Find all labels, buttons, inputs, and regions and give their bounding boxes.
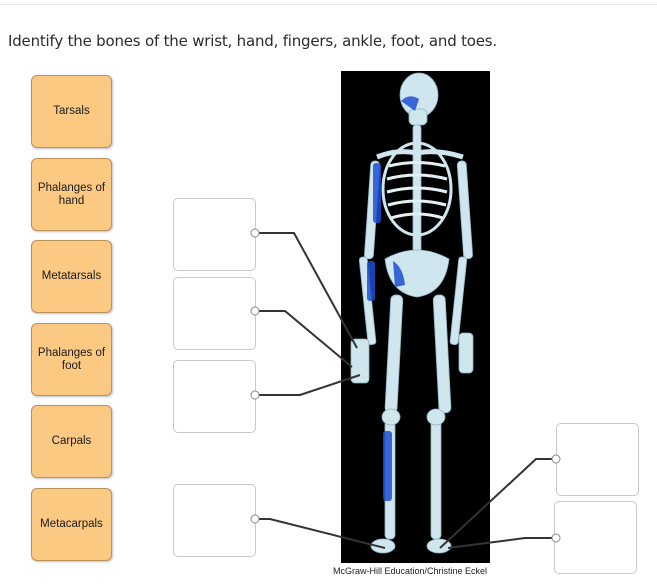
image-credit: McGraw-Hill Education/Christine Eckel [333,566,488,576]
label-text: Metacarpals [40,518,103,530]
label-text: Phalanges of foot [37,346,106,372]
label-phalanges-foot[interactable]: Phalanges of foot [31,323,112,396]
label-metatarsals[interactable]: Metatarsals [31,240,112,313]
leader-line-2 [255,310,353,368]
label-phalanges-hand[interactable]: Phalanges of hand [31,158,112,231]
question-text: Identify the bones of the wrist, hand, f… [8,32,497,50]
skeleton-drawing [350,72,474,554]
label-text: Phalanges of hand [37,181,106,207]
drop-zone-5[interactable] [556,423,639,496]
label-text: Metatarsals [41,270,102,282]
drop-zone-4[interactable] [173,484,256,557]
label-text: Tarsals [53,105,90,117]
drop-zone-6[interactable] [554,501,637,574]
label-metacarpals[interactable]: Metacarpals [31,488,112,561]
drop-zone-2[interactable] [173,277,256,350]
skeleton-image [341,71,490,563]
label-text: Carpals [51,435,92,447]
drop-zone-1[interactable] [173,198,256,271]
top-divider [0,4,657,5]
label-tarsals[interactable]: Tarsals [31,75,112,148]
drop-zone-3[interactable] [173,360,256,433]
label-carpals[interactable]: Carpals [31,405,112,478]
